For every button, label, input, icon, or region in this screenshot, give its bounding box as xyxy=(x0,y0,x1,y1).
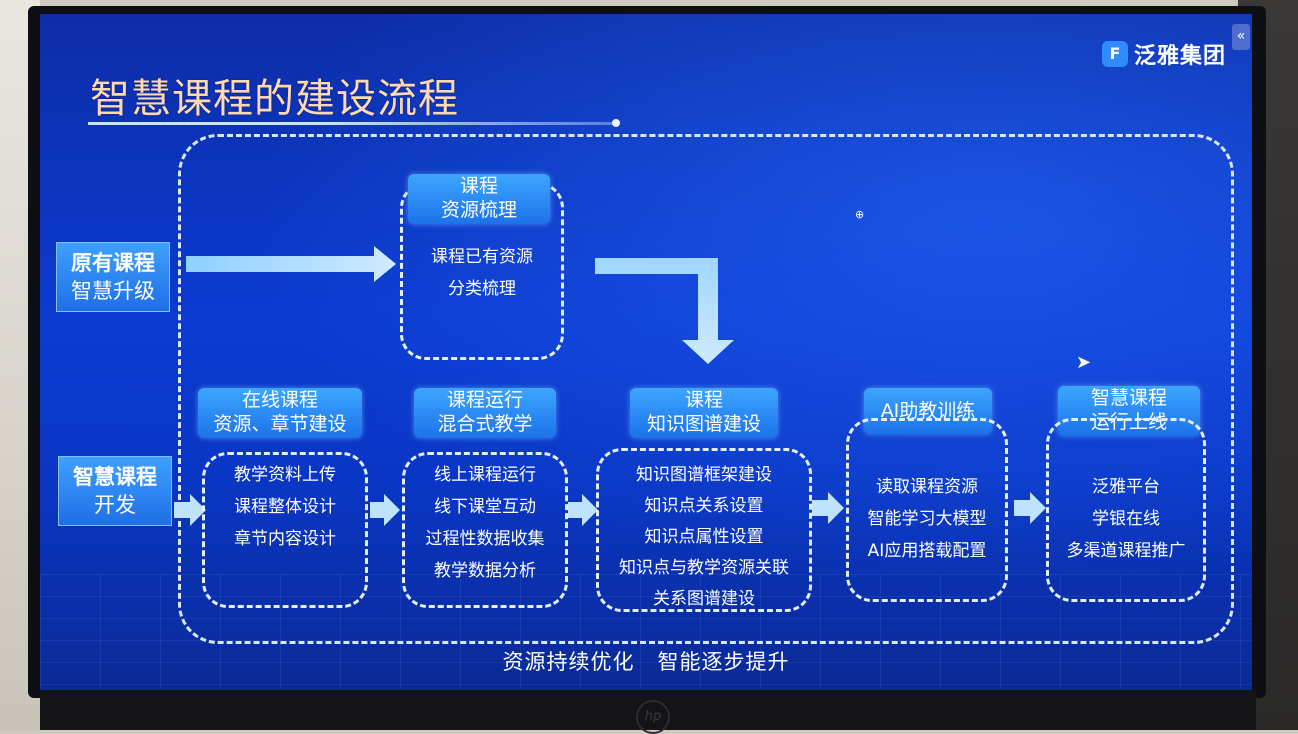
brand-logo: F 泛雅集团 xyxy=(1102,38,1226,70)
arrow-graph-to-ai xyxy=(812,492,844,524)
step-launch-header: 智慧课程 运行上线 xyxy=(1058,386,1200,436)
mouse-cursor-icon: ➤ xyxy=(1076,352,1092,373)
arrow-run-to-graph xyxy=(568,494,598,526)
outer-process-frame xyxy=(178,134,1234,644)
list-item: 课程已有资源 xyxy=(431,247,533,267)
list-item: 教学数据分析 xyxy=(434,561,536,581)
step-online-header: 在线课程 资源、章节建设 xyxy=(198,388,362,438)
list-item: 知识点与教学资源关联 xyxy=(619,558,789,578)
hp-logo-icon: hp xyxy=(636,700,670,734)
collapse-button[interactable]: « xyxy=(1232,24,1250,50)
arrow-resource-to-graph xyxy=(595,258,734,364)
grid-floor-decoration xyxy=(40,574,1252,690)
list-item: 分类梳理 xyxy=(448,279,516,299)
step-online-box xyxy=(202,452,368,608)
list-item: AI应用搭载配置 xyxy=(867,541,987,561)
step-run-title-1: 课程运行 xyxy=(446,389,523,411)
step-resource-header: 课程 资源梳理 xyxy=(408,174,550,224)
step-resource-items: 课程已有资源 分类梳理 xyxy=(400,242,564,342)
flow-arrows xyxy=(174,246,1046,526)
list-item: 课程整体设计 xyxy=(234,497,336,517)
list-item: 读取课程资源 xyxy=(876,477,978,497)
step-graph-header: 课程 知识图谱建设 xyxy=(630,388,778,438)
source-upgrade-line2: 智慧升级 xyxy=(71,279,155,303)
source-develop-line2: 开发 xyxy=(94,493,136,517)
step-launch-title-1: 智慧课程 xyxy=(1090,387,1167,409)
list-item: 知识图谱框架建设 xyxy=(636,465,772,485)
step-online-title-2: 资源、章节建设 xyxy=(213,413,347,435)
step-launch-title-2: 运行上线 xyxy=(1090,411,1167,433)
list-item: 多渠道课程推广 xyxy=(1066,541,1186,561)
list-item: 线上课程运行 xyxy=(434,465,536,485)
title-dot xyxy=(612,119,620,127)
step-launch-box xyxy=(1046,418,1206,602)
arrow-online-to-run xyxy=(370,494,400,526)
step-graph-title-2: 知识图谱建设 xyxy=(646,413,761,435)
zoom-cursor-icon: ⊕ xyxy=(855,208,865,221)
brand-mark-icon: F xyxy=(1102,41,1128,67)
arrow-ai-to-online xyxy=(1014,492,1046,524)
arrow-dev-to-online xyxy=(174,494,206,526)
brand-name: 泛雅集团 xyxy=(1134,44,1227,69)
source-upgrade-line1: 原有课程 xyxy=(71,251,155,275)
step-online-title-1: 在线课程 xyxy=(241,389,318,411)
step-ai-box xyxy=(846,418,1008,602)
list-item: 学银在线 xyxy=(1092,509,1160,529)
list-item: 知识点关系设置 xyxy=(644,496,764,516)
list-item: 线下课堂互动 xyxy=(434,497,536,517)
list-item: 泛雅平台 xyxy=(1092,477,1160,497)
slide-screen: 智慧课程的建设流程 F 泛雅集团 « 原有课程 智慧升级 智慧课 xyxy=(40,14,1252,690)
step-ai-items: 读取课程资源 智能学习大模型 AI应用搭载配置 xyxy=(846,472,1008,582)
step-run-box xyxy=(402,452,568,608)
list-item: 关系图谱建设 xyxy=(653,589,755,609)
title-underline xyxy=(88,122,616,125)
step-graph-box xyxy=(596,448,812,612)
source-develop-line1: 智慧课程 xyxy=(73,465,157,489)
source-upgrade: 原有课程 智慧升级 xyxy=(56,242,170,312)
step-ai-header: AI助教训练 xyxy=(864,388,992,434)
step-ai-title: AI助教训练 xyxy=(880,400,976,422)
step-graph-items: 知识图谱框架建设 知识点关系设置 知识点属性设置 知识点与教学资源关联 关系图谱… xyxy=(596,460,812,610)
list-item: 过程性数据收集 xyxy=(425,529,545,549)
step-run-title-2: 混合式教学 xyxy=(437,413,533,435)
step-graph-title-1: 课程 xyxy=(684,389,723,411)
list-item: 知识点属性设置 xyxy=(644,527,764,547)
arrow-upgrade-to-resource xyxy=(186,246,396,282)
list-item: 智能学习大模型 xyxy=(867,509,987,529)
step-run-header: 课程运行 混合式教学 xyxy=(414,388,556,438)
source-develop: 智慧课程 开发 xyxy=(58,456,172,526)
step-online-items: 教学资料上传 课程整体设计 章节内容设计 xyxy=(202,460,368,600)
list-item: 教学资料上传 xyxy=(234,465,336,485)
slide-title: 智慧课程的建设流程 xyxy=(90,76,459,122)
step-launch-items: 泛雅平台 学银在线 多渠道课程推广 xyxy=(1046,472,1206,582)
slide-caption: 资源持续优化 智能逐步提升 xyxy=(502,650,790,674)
step-resource-title-1: 课程 xyxy=(459,175,498,197)
step-run-items: 线上课程运行 线下课堂互动 过程性数据收集 教学数据分析 xyxy=(402,460,568,600)
list-item: 章节内容设计 xyxy=(234,529,336,549)
step-resource-title-2: 资源梳理 xyxy=(440,199,517,221)
